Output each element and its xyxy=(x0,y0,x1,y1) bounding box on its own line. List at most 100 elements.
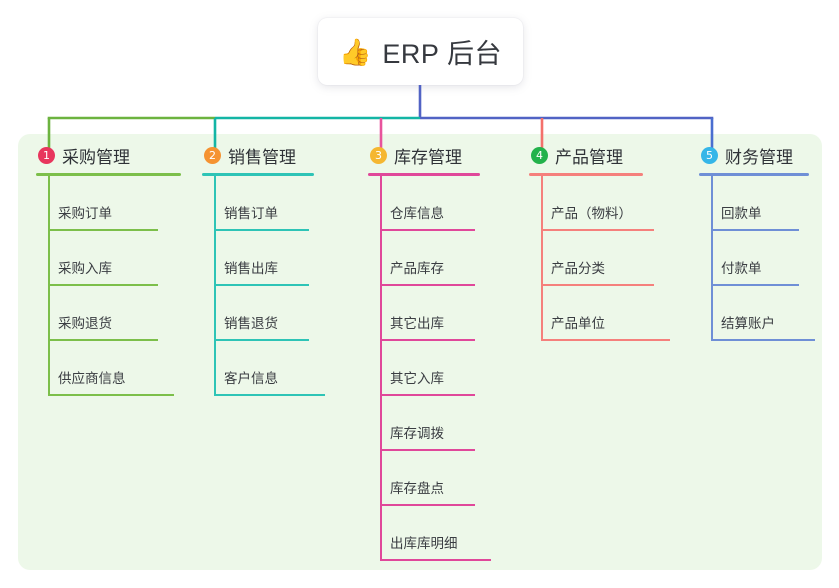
leaf-node-label: 库存盘点 xyxy=(390,481,444,496)
column-rule-5 xyxy=(699,173,809,176)
leaf-node-label: 采购退货 xyxy=(58,316,112,331)
leaf-node[interactable]: 出库库明细 xyxy=(368,506,491,561)
leaf-node-label: 其它入库 xyxy=(390,371,444,386)
leaf-node-label: 出库库明细 xyxy=(390,536,458,551)
leaf-node[interactable]: 产品（物料） xyxy=(529,176,654,231)
column-4: 4 产品管理产品（物料） 产品分类产品单位 xyxy=(529,142,670,341)
leaf-node-underline xyxy=(380,559,491,561)
leaf-node[interactable]: 采购订单 xyxy=(36,176,181,231)
leaf-node-underline xyxy=(214,394,325,396)
leaf-node-underline xyxy=(380,394,475,396)
leaf-node-label: 回款单 xyxy=(721,206,762,221)
leaf-node-label: 付款单 xyxy=(721,261,762,276)
leaf-node[interactable]: 产品单位 xyxy=(529,286,670,341)
leaf-node-underline xyxy=(380,504,475,506)
leaf-node[interactable]: 销售订单 xyxy=(202,176,314,231)
column-badge-4: 4 xyxy=(531,146,548,164)
column-items-1: 采购订单采购入库采购退货供应商信息 xyxy=(36,176,181,396)
leaf-node-underline xyxy=(541,284,654,286)
leaf-node-underline xyxy=(380,284,475,286)
leaf-node-underline xyxy=(48,284,158,286)
leaf-node-label: 客户信息 xyxy=(224,371,278,386)
column-items-2: 销售订单销售出库销售退货客户信息 xyxy=(202,176,325,396)
leaf-node-underline xyxy=(214,229,309,231)
root-node-title: ERP 后台 xyxy=(382,39,502,69)
column-3: 3 库存管理仓库信息产品库存其它出库其它入库库存调拨库存盘点出库库明细 xyxy=(368,142,491,561)
column-items-3: 仓库信息产品库存其它出库其它入库库存调拨库存盘点出库库明细 xyxy=(368,176,491,561)
leaf-node-label: 采购订单 xyxy=(58,206,112,221)
leaf-node-underline xyxy=(48,339,158,341)
column-spine-3 xyxy=(380,176,382,561)
leaf-node[interactable]: 付款单 xyxy=(699,231,809,286)
column-header-3[interactable]: 3 库存管理 xyxy=(368,142,480,168)
leaf-node-label: 库存调拨 xyxy=(390,426,444,441)
thumbs-up-icon: 👍 xyxy=(339,36,372,67)
leaf-node-label: 销售出库 xyxy=(224,261,278,276)
column-title-5: 财务管理 xyxy=(725,147,793,167)
leaf-node-underline xyxy=(380,449,475,451)
leaf-node[interactable]: 产品分类 xyxy=(529,231,654,286)
leaf-node-label: 产品（物料） xyxy=(551,206,632,221)
leaf-node-underline xyxy=(380,339,475,341)
column-header-5[interactable]: 5 财务管理 xyxy=(699,142,809,168)
column-2: 2 销售管理销售订单销售出库销售退货客户信息 xyxy=(202,142,325,396)
leaf-node[interactable]: 采购退货 xyxy=(36,286,181,341)
column-badge-5: 5 xyxy=(701,146,718,164)
root-node-card[interactable]: 👍 ERP 后台 xyxy=(318,18,523,85)
leaf-node[interactable]: 产品库存 xyxy=(368,231,480,286)
column-spine-4 xyxy=(541,176,543,341)
column-rule-3 xyxy=(368,173,480,176)
leaf-node[interactable]: 库存盘点 xyxy=(368,451,480,506)
leaf-node-underline xyxy=(711,339,815,341)
root-node-content: 👍 ERP 后台 xyxy=(339,32,502,71)
leaf-node[interactable]: 结算账户 xyxy=(699,286,815,341)
column-items-5: 回款单付款单结算账户 xyxy=(699,176,815,341)
column-spine-1 xyxy=(48,176,50,396)
column-title-1: 采购管理 xyxy=(62,147,130,167)
column-header-4[interactable]: 4 产品管理 xyxy=(529,142,643,168)
column-title-3: 库存管理 xyxy=(394,147,462,167)
leaf-node-label: 供应商信息 xyxy=(58,371,126,386)
leaf-node[interactable]: 客户信息 xyxy=(202,341,325,396)
column-5: 5 财务管理回款单付款单结算账户 xyxy=(699,142,815,341)
leaf-node[interactable]: 其它入库 xyxy=(368,341,480,396)
leaf-node-label: 仓库信息 xyxy=(390,206,444,221)
diagram-panel xyxy=(18,134,822,570)
leaf-node[interactable]: 销售退货 xyxy=(202,286,314,341)
column-items-4: 产品（物料） 产品分类产品单位 xyxy=(529,176,670,341)
leaf-node-label: 采购入库 xyxy=(58,261,112,276)
column-spine-2 xyxy=(214,176,216,396)
leaf-node-label: 销售退货 xyxy=(224,316,278,331)
leaf-node[interactable]: 采购入库 xyxy=(36,231,181,286)
leaf-node[interactable]: 供应商信息 xyxy=(36,341,181,396)
leaf-node-underline xyxy=(711,229,799,231)
leaf-node-underline xyxy=(214,339,309,341)
leaf-node-underline xyxy=(48,229,158,231)
leaf-node-label: 结算账户 xyxy=(721,316,775,331)
leaf-node[interactable]: 回款单 xyxy=(699,176,809,231)
column-badge-2: 2 xyxy=(204,146,221,164)
column-title-2: 销售管理 xyxy=(228,147,296,167)
column-title-4: 产品管理 xyxy=(555,147,623,167)
leaf-node-label: 其它出库 xyxy=(390,316,444,331)
leaf-node-underline xyxy=(541,229,654,231)
leaf-node[interactable]: 库存调拨 xyxy=(368,396,480,451)
column-rule-4 xyxy=(529,173,643,176)
column-header-2[interactable]: 2 销售管理 xyxy=(202,142,314,168)
leaf-node-underline xyxy=(541,339,670,341)
leaf-node[interactable]: 其它出库 xyxy=(368,286,480,341)
column-spine-5 xyxy=(711,176,713,341)
column-rule-1 xyxy=(36,173,181,176)
leaf-node-underline xyxy=(711,284,799,286)
leaf-node[interactable]: 销售出库 xyxy=(202,231,314,286)
leaf-node-label: 产品单位 xyxy=(551,316,605,331)
leaf-node-underline xyxy=(214,284,309,286)
column-badge-3: 3 xyxy=(370,146,387,164)
leaf-node[interactable]: 仓库信息 xyxy=(368,176,480,231)
leaf-node-label: 产品分类 xyxy=(551,261,605,276)
column-rule-2 xyxy=(202,173,314,176)
leaf-node-underline xyxy=(48,394,174,396)
leaf-node-label: 销售订单 xyxy=(224,206,278,221)
